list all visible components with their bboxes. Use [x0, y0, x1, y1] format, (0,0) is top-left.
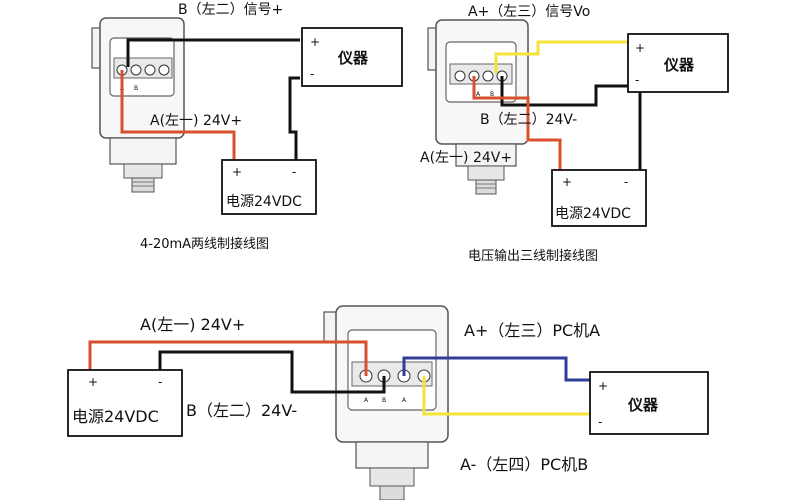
instrument-label: 仪器 [337, 49, 369, 67]
label-b-signal: B（左二）信号+ [178, 2, 283, 18]
instrument-label: 仪器 [627, 396, 659, 414]
power-label: 电源24VDC [226, 194, 302, 210]
transmitter-2: A B [427, 19, 529, 195]
instrument-box-3: + - 仪器 [589, 371, 709, 435]
wire-red-power [88, 340, 368, 376]
transmitter-3: A B A B [323, 305, 449, 501]
power-minus: - [292, 165, 296, 179]
power-minus: - [624, 175, 628, 189]
label-a-24v: A(左一) 24V+ [150, 113, 242, 129]
instrument-minus: - [635, 73, 639, 87]
terminal-a-label: A [364, 397, 369, 404]
instrument-label: 仪器 [663, 56, 695, 74]
label-a-plus-signal: A+（左三）信号Vo [468, 4, 590, 20]
diagram-rs485: A B A B + - 电源24VDC + - 仪器 A(左一) 24V+ B（… [67, 305, 709, 501]
label-a-24v: A(左一) 24V+ [140, 315, 245, 334]
transmitter-1: A B [91, 17, 185, 193]
instrument-plus: + [598, 379, 608, 393]
instrument-plus: + [635, 41, 645, 55]
diagram-two-wire: A B + - 仪器 + - 电源24VDC B（左二）信号+ A(左一) 24… [91, 2, 403, 252]
instrument-minus: - [598, 415, 602, 429]
label-a-minus-pc: A-（左四）PC机B [460, 455, 588, 474]
instrument-plus: + [310, 35, 320, 49]
power-label: 电源24VDC [72, 407, 159, 426]
power-minus: - [158, 375, 162, 389]
terminal-b-label: B [490, 91, 494, 98]
caption-three-wire: 电压输出三线制接线图 [468, 248, 598, 264]
power-label: 电源24VDC [555, 206, 631, 222]
terminal-c-label: A [402, 397, 407, 404]
instrument-box-1: + - 仪器 [301, 27, 403, 87]
terminal-b-label: B [134, 85, 138, 92]
label-a-plus-pc: A+（左三）PC机A [464, 321, 600, 340]
label-b-24v-minus: B（左二）24V- [186, 401, 297, 420]
wire-black-instrument-minus [288, 76, 300, 160]
power-box-1: + - 电源24VDC [221, 159, 317, 215]
wire-red-power [120, 70, 236, 160]
diagram-three-wire: A B + - 仪器 + - 电源24VDC A+（左三）信号Vo B（左二）2… [420, 4, 729, 264]
wire-red-power [472, 76, 562, 170]
wire-yellow-a-minus [422, 376, 590, 416]
label-a-24v: A(左一) 24V+ [420, 150, 512, 166]
wire-yellow-signal [494, 40, 628, 73]
power-plus: + [88, 375, 98, 389]
power-box-2: + - 电源24VDC [551, 169, 647, 227]
wire-black-signal [126, 38, 300, 67]
power-box-3: + - 电源24VDC [67, 369, 183, 437]
label-b-24v-minus: B（左二）24V- [480, 112, 577, 128]
terminal-a-label: A [476, 91, 481, 98]
power-plus: + [562, 175, 572, 189]
caption-two-wire: 4-20mA两线制接线图 [140, 236, 269, 252]
terminal-b-label: B [382, 397, 386, 404]
instrument-minus: - [310, 67, 314, 81]
instrument-box-2: + - 仪器 [627, 33, 729, 93]
wire-blue-a-plus [402, 356, 590, 382]
power-plus: + [232, 165, 242, 179]
wire-black-minus [158, 350, 386, 394]
